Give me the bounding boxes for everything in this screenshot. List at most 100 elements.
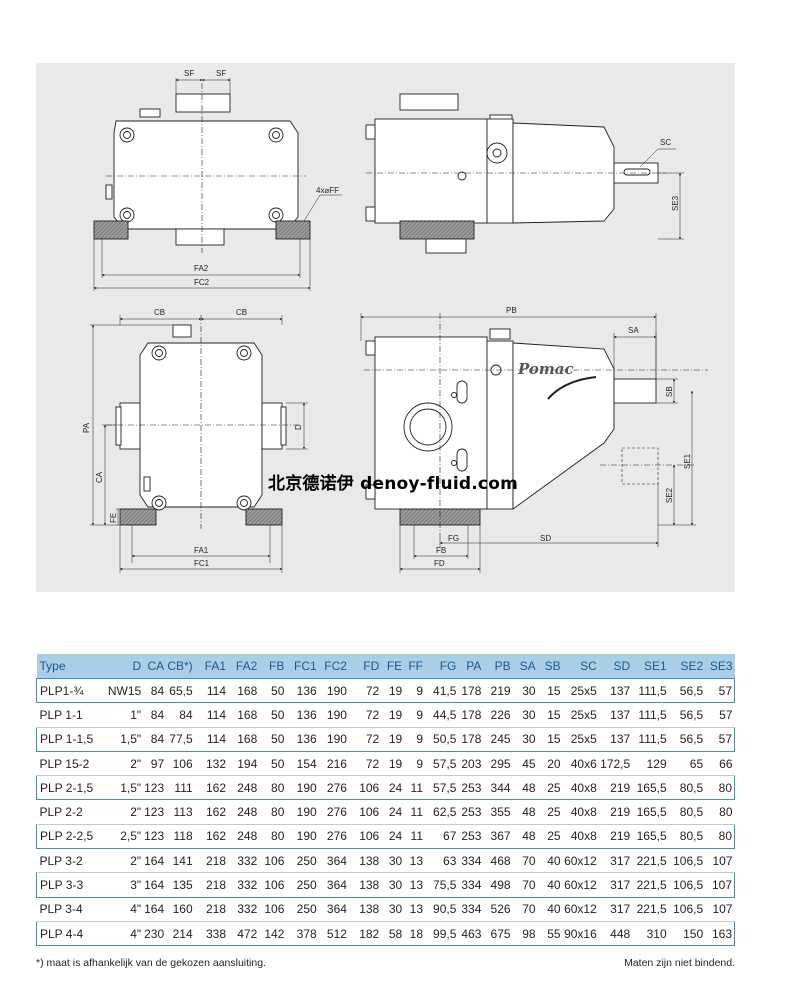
value-cell: 11	[404, 823, 426, 850]
value-cell: 468	[483, 848, 513, 874]
value-cell: 2,5"	[106, 823, 144, 850]
value-cell: 154	[286, 751, 319, 777]
column-header: FA1	[194, 654, 229, 679]
value-cell: 355	[483, 799, 513, 825]
value-cell: 106,5	[668, 848, 706, 874]
column-header: FG	[425, 654, 459, 679]
value-cell: 137	[598, 726, 633, 752]
value-cell: 364	[318, 872, 349, 898]
value-cell: 219	[483, 677, 513, 704]
value-cell: 364	[318, 848, 349, 874]
column-header: SB	[537, 654, 563, 679]
value-cell: 118	[166, 823, 195, 850]
value-cell: 18	[404, 920, 426, 947]
value-cell: 75,5	[425, 872, 459, 898]
value-cell: 310	[632, 920, 669, 947]
value-cell: 72	[348, 702, 382, 728]
value-cell: 106,5	[668, 897, 706, 922]
type-cell: PLP 3-3	[36, 872, 107, 898]
value-cell: 106,5	[668, 872, 706, 898]
value-cell: 30	[381, 848, 405, 874]
value-cell: 123	[143, 775, 167, 801]
column-header: FF	[404, 654, 426, 679]
column-header: CB*)	[166, 654, 195, 679]
value-cell: 13	[404, 848, 426, 874]
value-cell: 4"	[106, 897, 144, 922]
value-cell: 30	[381, 897, 405, 922]
value-cell: 99,5	[425, 920, 459, 947]
value-cell: 63	[425, 848, 459, 874]
value-cell: 190	[318, 702, 349, 728]
value-cell: 150	[668, 920, 706, 947]
label-fc2: FC2	[194, 278, 210, 287]
value-cell: 129	[632, 751, 669, 777]
label-ff: 4x⌀FF	[316, 186, 339, 195]
value-cell: 15	[537, 677, 563, 704]
value-cell: 526	[483, 897, 513, 922]
value-cell: 50	[259, 677, 287, 704]
value-cell: 168	[228, 726, 260, 752]
value-cell: 40x6	[562, 751, 599, 777]
value-cell: 40x8	[562, 823, 599, 850]
value-cell: 80,5	[668, 799, 706, 825]
type-cell: PLP 3-2	[36, 848, 107, 874]
value-cell: 19	[381, 702, 405, 728]
brand-logo: Pomac	[517, 360, 574, 378]
value-cell: 56,5	[668, 726, 706, 752]
column-header: SE1	[632, 654, 669, 679]
value-cell: 248	[228, 823, 260, 850]
value-cell: 138	[348, 848, 382, 874]
view-side-top	[365, 93, 684, 254]
value-cell: 2"	[106, 751, 144, 777]
label-fa1: FA1	[194, 546, 209, 555]
type-cell: PLP1-¾	[36, 677, 107, 704]
value-cell: 9	[404, 702, 426, 728]
value-cell: 84	[143, 677, 167, 704]
value-cell: 218	[194, 872, 229, 898]
value-cell: 50	[259, 726, 287, 752]
label-cb-left: CB	[154, 308, 165, 317]
value-cell: 25x5	[562, 702, 599, 728]
value-cell: 132	[194, 751, 229, 777]
value-cell: 65	[668, 751, 706, 777]
label-se3: SE3	[671, 195, 680, 211]
value-cell: 11	[404, 799, 426, 825]
label-sc: SC	[660, 138, 671, 147]
value-cell: 111	[166, 775, 195, 801]
column-header: SE2	[668, 654, 706, 679]
value-cell: 190	[286, 775, 319, 801]
value-cell: 250	[286, 872, 319, 898]
value-cell: 56,5	[668, 677, 706, 704]
value-cell: 194	[228, 751, 260, 777]
value-cell: 30	[512, 677, 538, 704]
value-cell: 70	[512, 872, 538, 898]
value-cell: 334	[458, 848, 484, 874]
value-cell: 57,5	[425, 751, 459, 777]
view-end-top	[93, 78, 342, 291]
value-cell: 80	[259, 775, 287, 801]
label-pa: PA	[82, 422, 91, 433]
value-cell: 448	[598, 920, 633, 947]
value-cell: 190	[286, 823, 319, 850]
value-cell: 50,5	[425, 726, 459, 752]
value-cell: 60x12	[562, 897, 599, 922]
value-cell: 106	[259, 897, 287, 922]
value-cell: 24	[381, 775, 405, 801]
value-cell: 20	[537, 751, 563, 777]
column-header: D	[106, 654, 144, 679]
value-cell: 221,5	[632, 872, 669, 898]
value-cell: 250	[286, 848, 319, 874]
value-cell: 190	[286, 799, 319, 825]
value-cell: 70	[512, 897, 538, 922]
column-header: SC	[562, 654, 599, 679]
value-cell: 178	[458, 726, 484, 752]
value-cell: 230	[143, 920, 167, 947]
value-cell: 24	[381, 799, 405, 825]
value-cell: 80	[705, 775, 736, 801]
type-cell: PLP 3-4	[36, 897, 107, 922]
column-header: FE	[381, 654, 405, 679]
